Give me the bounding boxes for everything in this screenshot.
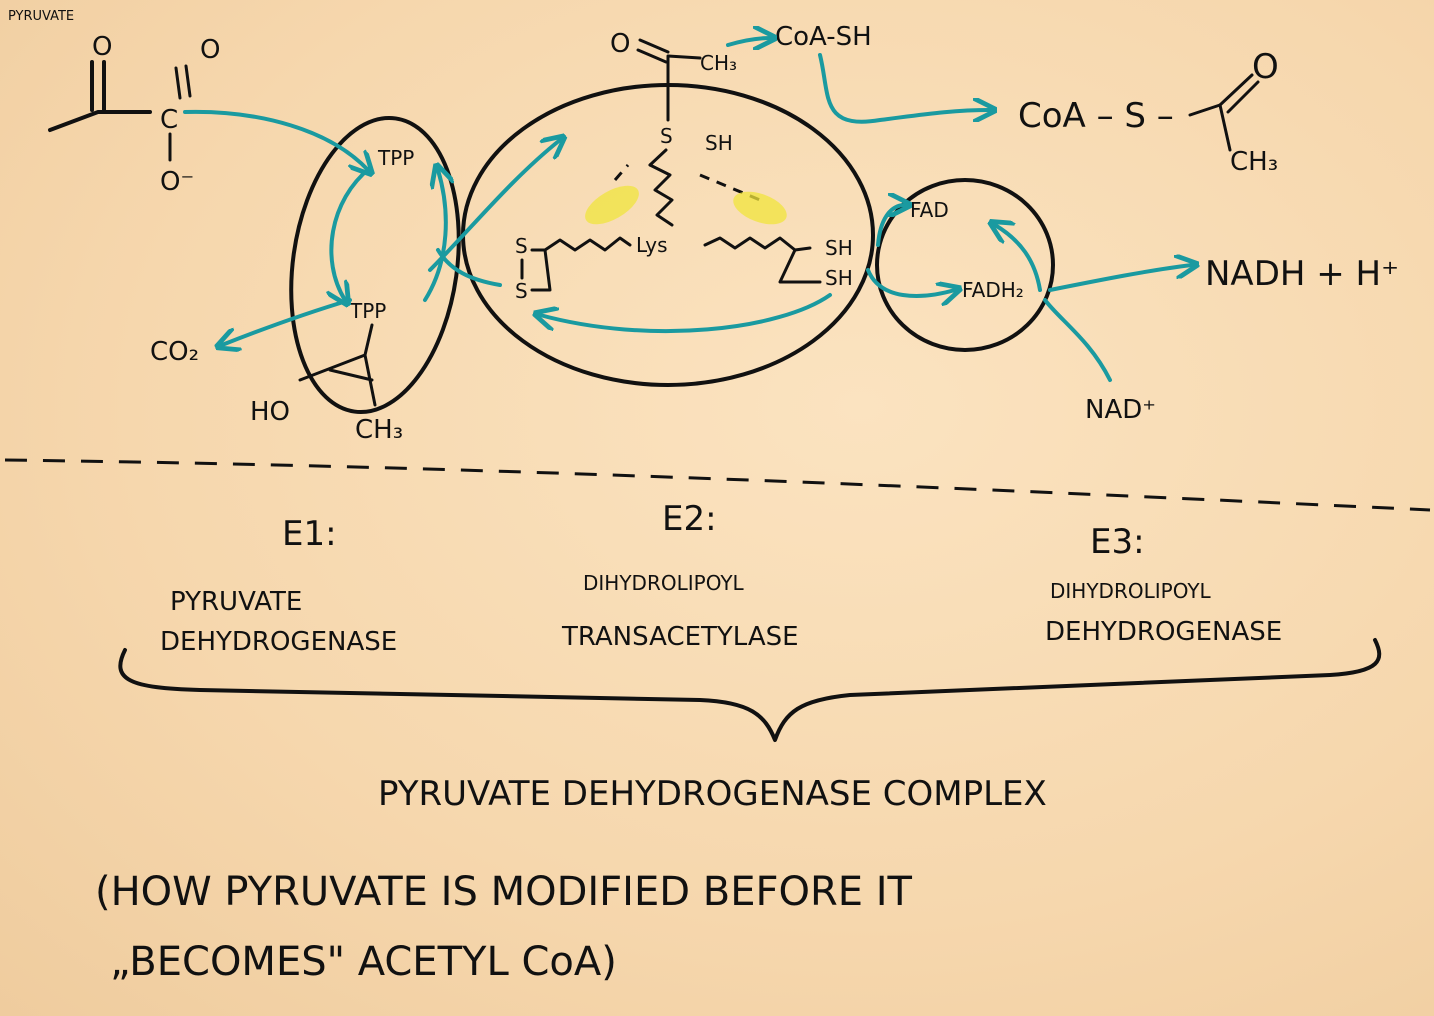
- acetyl-double-bond: [636, 38, 670, 64]
- arrow-pyruvate-to-tpp: [183, 109, 368, 170]
- arrow-e2-return: [436, 248, 502, 287]
- acetyl-coa-methyl-bond: [1218, 103, 1232, 152]
- arrow-regeneration: [540, 293, 832, 334]
- ch3-e1-label: CH₃: [355, 415, 403, 445]
- dithiol-bond: [778, 248, 822, 284]
- e1-code: E1:: [282, 514, 337, 554]
- e2-name-line2: TRANSACETYLASE: [561, 622, 799, 652]
- coa-sh-label: CoA-SH: [775, 22, 872, 52]
- ketone-oxygen: O: [92, 32, 112, 62]
- fad-label: FAD: [910, 198, 949, 222]
- acetyl-coa-structure: CoA – S – O CH₃: [1018, 47, 1279, 177]
- arrow-tpp-up: [423, 170, 446, 302]
- ho-label: HO: [250, 397, 290, 427]
- dashed-divider: [4, 458, 1431, 512]
- enzyme-labels: E1: PYRUVATE DEHYDROGENASE E2: DIHYDROLI…: [160, 499, 1282, 657]
- arrow-e1-to-e2: [428, 140, 560, 272]
- complex-label: PYRUVATE DEHYDROGENASE COMPLEX: [378, 774, 1047, 814]
- e3-name-line2: DEHYDROGENASE: [1045, 617, 1282, 647]
- sh-top-label: SH: [705, 131, 733, 155]
- e1-enzyme: TPP TPP HO CH₃ CO₂: [150, 115, 461, 445]
- arrow-to-nadh: [1048, 265, 1192, 292]
- nad-label: NAD⁺: [1085, 395, 1156, 425]
- carboxyl-carbon: C: [160, 105, 178, 135]
- pyruvate-backbone: [48, 110, 152, 132]
- acetyl-coa-label: CoA – S –: [1018, 96, 1174, 136]
- acetyl-coa-double-bond: [1218, 73, 1260, 114]
- carboxyl-double-bond: [174, 64, 192, 100]
- caption-line2: „BECOMES" ACETYL CoA): [110, 939, 617, 985]
- yellow-dash-left: [613, 164, 630, 181]
- sh-right-bottom: SH: [825, 266, 853, 290]
- caption-line1: (HOW PYRUVATE IS MODIFIED BEFORE IT: [95, 869, 913, 915]
- lipoyl-chain-right: [703, 236, 812, 252]
- pyruvate-label: PYRUVATE: [8, 9, 74, 24]
- lipoyl-chain-left: [543, 236, 632, 252]
- ketone-double-bond: [90, 60, 106, 112]
- pyruvate-structure: PYRUVATE O O C O⁻: [8, 9, 220, 197]
- acetyl-ch3: CH₃: [700, 51, 737, 75]
- carboxyl-oxygen: O: [200, 35, 220, 65]
- grouping-brace: [118, 638, 1382, 742]
- sh-right-top: SH: [825, 236, 853, 260]
- arrow-fadh2-to-fad: [995, 225, 1042, 292]
- e1-name-line1: PYRUVATE: [170, 587, 302, 617]
- arrow-co2: [222, 298, 352, 345]
- highlight-right: [733, 191, 787, 225]
- reaction-arrows: [183, 38, 1192, 382]
- e1-name-line2: DEHYDROGENASE: [160, 627, 397, 657]
- s-bond: [648, 148, 668, 167]
- e1-ellipse: [289, 115, 461, 415]
- s-left-bottom: S: [515, 279, 528, 303]
- arrow-fad-to-e2: [876, 205, 905, 247]
- tpp-bottom-label: TPP: [349, 299, 386, 323]
- s-left-top: S: [515, 234, 528, 258]
- e3-ellipse: [875, 178, 1055, 352]
- e3-enzyme: FAD FADH₂ NADH + H⁺ NAD⁺: [875, 178, 1399, 425]
- acetyl-coa-oxygen: O: [1252, 47, 1279, 87]
- hydroxyethyl-bonds: [298, 323, 377, 407]
- fadh2-label: FADH₂: [962, 278, 1024, 302]
- arrow-sh-to-fadh2: [866, 268, 955, 296]
- lys-label: Lys: [636, 233, 668, 257]
- s-acetyl-label: S: [660, 124, 673, 148]
- e3-code: E3:: [1090, 522, 1145, 562]
- e2-name-line1: DIHYDROLIPOYL: [583, 571, 745, 595]
- arrow-nad-in: [1043, 298, 1112, 382]
- e2-code: E2:: [662, 499, 717, 539]
- e3-name-line1: DIHYDROLIPOYL: [1050, 579, 1212, 603]
- tpp-top-label: TPP: [377, 146, 414, 170]
- acetyl-coa-ch3: CH₃: [1230, 147, 1278, 177]
- arrow-tpp-down: [331, 166, 372, 300]
- nadh-label: NADH + H⁺: [1205, 254, 1399, 294]
- carboxylate-oxygen: O⁻: [160, 167, 194, 197]
- arrow-acetyl-to-coa: [726, 38, 770, 45]
- acetyl-bonds: [666, 54, 702, 122]
- highlight-left: [585, 185, 639, 225]
- co2-label: CO₂: [150, 337, 199, 367]
- disulfide-ring: [520, 248, 552, 292]
- lipoyl-arm-top: [648, 163, 674, 227]
- acetyl-oxygen: O: [610, 29, 630, 59]
- arrow-coa: [818, 53, 990, 124]
- acetyl-coa-bond: [1188, 103, 1222, 117]
